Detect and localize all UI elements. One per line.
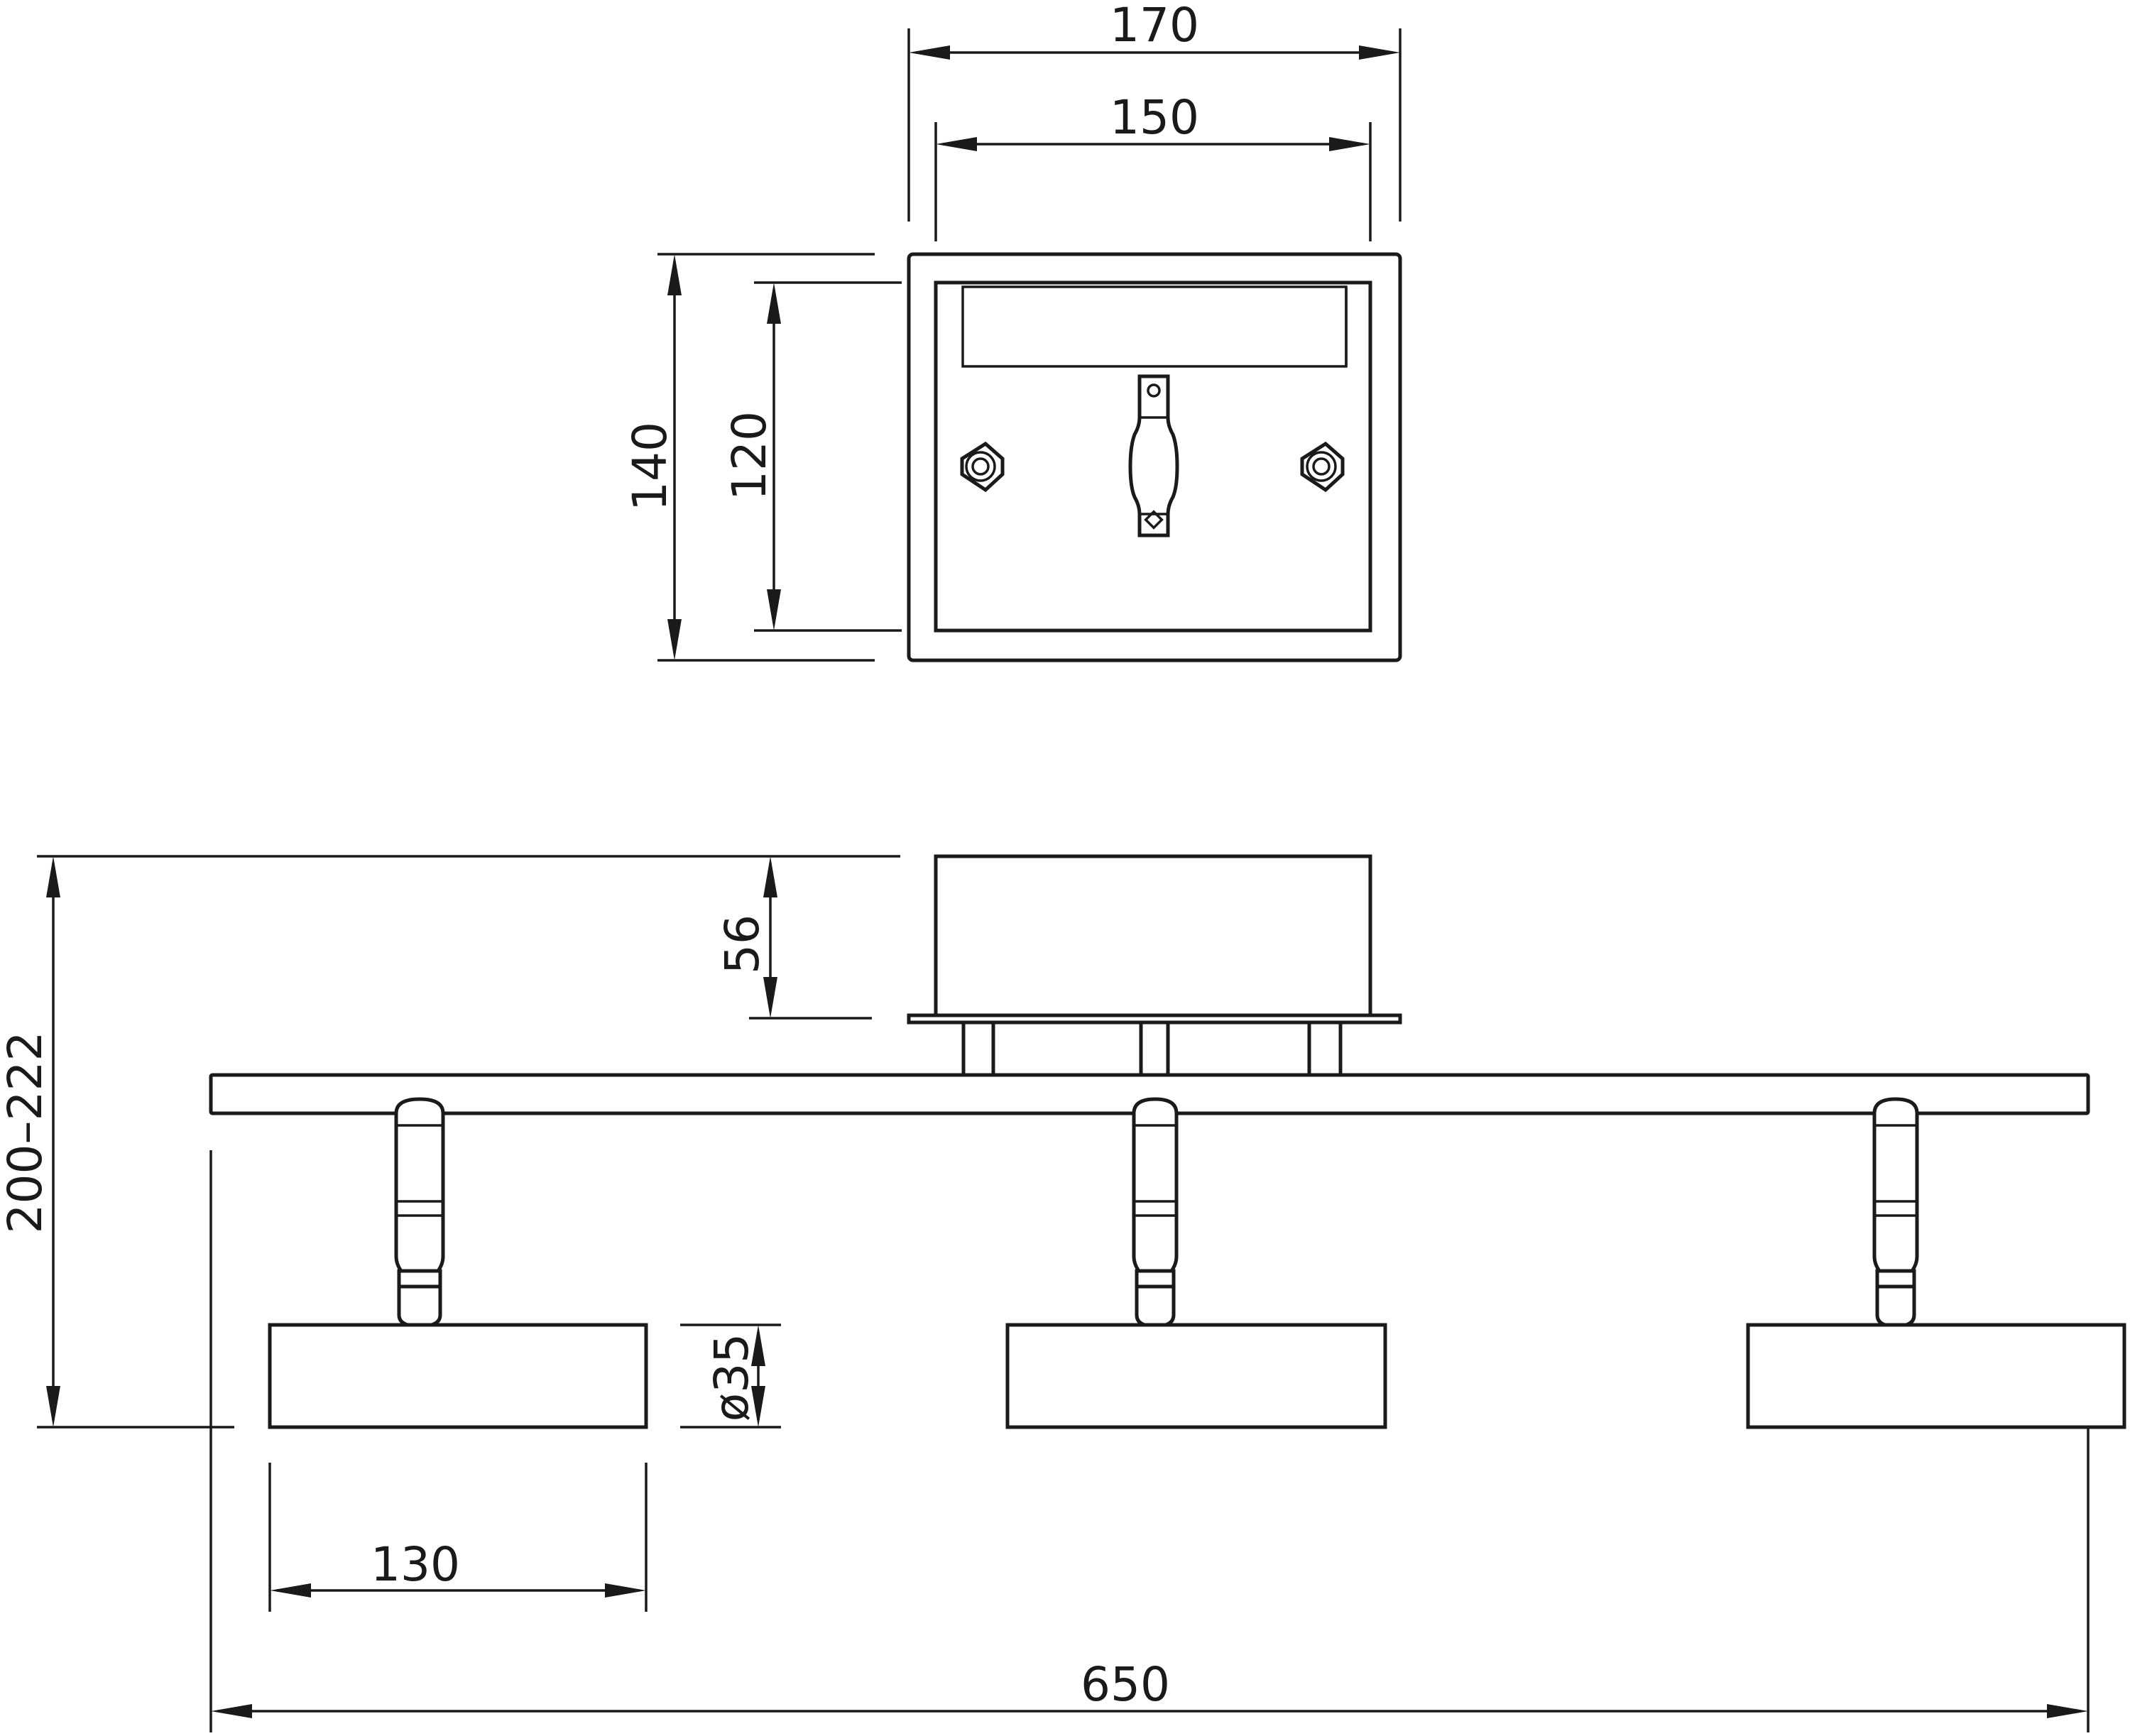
side-view: 56 200–222 ø35 130 [0,854,2126,1732]
dim-label-650: 650 [1081,1657,1170,1712]
dimension-spot-length [268,1463,648,1612]
dimension-height-inner [754,281,902,632]
dimension-width-inner [934,122,1372,241]
mounting-bracket [1128,374,1179,537]
dim-label-140: 140 [623,422,677,511]
dimension-canopy-height [37,855,900,1020]
canopy-top-panel [961,285,1348,368]
spot-head-left [268,1323,648,1429]
dim-label-diameter-35: ø35 [704,1333,759,1421]
dim-label-120: 120 [722,411,777,501]
spot-middle [1005,1097,1387,1429]
dimension-total-length [209,1150,2090,1732]
dim-label-150: 150 [1110,90,1199,145]
spot-head-right [1746,1323,2126,1429]
dim-label-200-222: 200–222 [0,1032,53,1234]
spot-right [1746,1097,2126,1429]
top-view: 170 150 140 120 [623,0,1402,662]
dim-label-130: 130 [371,1537,460,1592]
dimension-spot-diameter [680,1323,781,1429]
hex-nut-left [960,441,1005,493]
dim-label-170: 170 [1110,0,1199,53]
hex-nut-right [1300,441,1345,493]
spot-left [268,1097,648,1429]
canopy-outer-outline [907,252,1402,662]
dim-label-56: 56 [715,915,770,974]
canopy-inner-outline [934,280,1372,633]
canopy-body [934,854,1372,1017]
dimension-width-outer [907,28,1402,222]
spot-head-middle [1005,1323,1387,1429]
dimension-height-outer [657,253,875,662]
dimension-total-height [37,856,234,1429]
